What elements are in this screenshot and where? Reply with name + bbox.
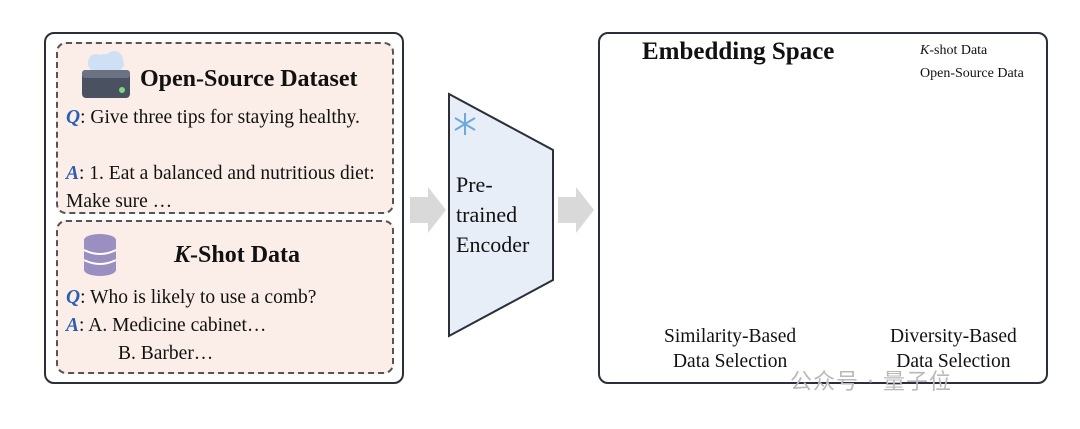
kshot-answer-line2: B. Barber… bbox=[118, 343, 214, 364]
a-letter: A bbox=[66, 315, 80, 336]
kshot-title-k: K bbox=[174, 242, 191, 268]
legend-open: Open-Source Data bbox=[920, 66, 1024, 81]
q-letter: Q bbox=[66, 287, 81, 308]
q-text: : Give three tips for staying healthy. bbox=[80, 107, 360, 128]
embedding-title: Embedding Space bbox=[642, 38, 835, 65]
q-text: : Who is likely to use a comb? bbox=[80, 287, 317, 308]
encoder-line3: Encoder bbox=[456, 232, 530, 257]
snowflake-icon bbox=[454, 113, 476, 135]
a-text: : 1. Eat a balanced and nutritious diet:… bbox=[66, 163, 375, 212]
server-cloud-icon bbox=[82, 51, 130, 98]
encoder-line2: trained bbox=[456, 202, 518, 227]
embedding-space-panel: Embedding Space K-shot Data Open-Source … bbox=[598, 32, 1048, 384]
open-source-question: Q: Give three tips for staying healthy. bbox=[66, 104, 386, 132]
diversity-line2: Data Selection bbox=[896, 351, 1011, 372]
a-line1: : A. Medicine cabinet… bbox=[79, 315, 267, 336]
encoder-trapezoid bbox=[448, 92, 554, 338]
open-source-title: Open-Source Dataset bbox=[140, 66, 358, 92]
similarity-caption: Similarity-Based Data Selection bbox=[664, 324, 796, 374]
a-letter: A bbox=[66, 163, 80, 184]
kshot-answer: A: A. Medicine cabinet… bbox=[66, 312, 386, 340]
arrow-to-embedding bbox=[558, 187, 594, 233]
encoder-label: Pre- trained Encoder bbox=[456, 170, 529, 260]
kshot-question: Q: Who is likely to use a comb? bbox=[66, 284, 386, 312]
diversity-line1: Diversity-Based bbox=[890, 326, 1017, 347]
database-icon bbox=[83, 234, 117, 276]
open-source-answer: A: 1. Eat a balanced and nutritious diet… bbox=[66, 160, 386, 216]
similarity-line1: Similarity-Based bbox=[664, 326, 797, 347]
q-letter: Q bbox=[66, 107, 81, 128]
legend-kshot-rest: -shot Data bbox=[929, 43, 988, 58]
kshot-title: K-Shot Data bbox=[174, 242, 300, 269]
open-source-dataset-box: Open-Source Dataset Q: Give three tips f… bbox=[56, 42, 394, 214]
watermark: 公众号 · 量子位 bbox=[790, 370, 952, 395]
encoder-line1: Pre- bbox=[456, 172, 493, 197]
input-data-panel: Open-Source Dataset Q: Give three tips f… bbox=[44, 32, 404, 384]
diversity-caption: Diversity-Based Data Selection bbox=[890, 324, 1017, 374]
legend-kshot: K-shot Data bbox=[920, 43, 987, 59]
legend-kshot-k: K bbox=[920, 43, 930, 58]
kshot-title-rest: -Shot Data bbox=[190, 242, 301, 268]
kshot-data-box: K-Shot Data Q: Who is likely to use a co… bbox=[56, 220, 394, 374]
arrow-to-encoder bbox=[410, 187, 446, 233]
similarity-line2: Data Selection bbox=[672, 351, 788, 372]
